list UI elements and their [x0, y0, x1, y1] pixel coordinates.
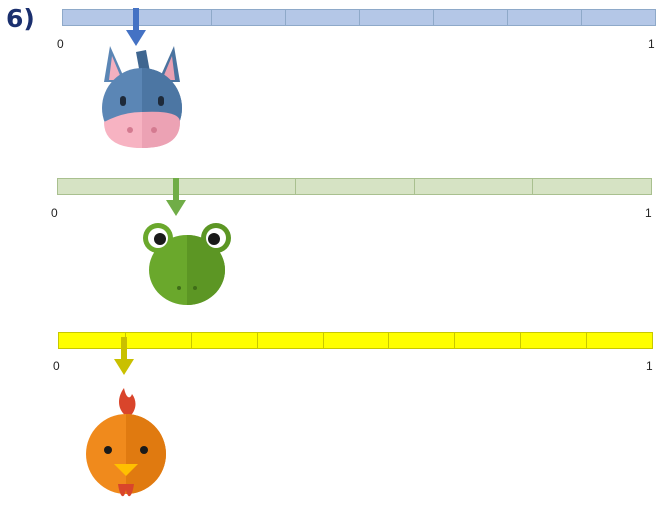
- line-2-start-label: 0: [51, 206, 58, 220]
- division-mark: [507, 10, 508, 25]
- number-line-ninths: [58, 332, 653, 349]
- line-3-start-label: 0: [53, 359, 60, 373]
- line-3-end-label: 1: [646, 359, 653, 373]
- division-mark: [414, 179, 415, 194]
- division-mark: [257, 333, 258, 348]
- division-mark: [586, 333, 587, 348]
- question-number: 6): [6, 4, 35, 33]
- frog-icon: [143, 223, 231, 305]
- division-mark: [359, 10, 360, 25]
- line-2-end-label: 1: [645, 206, 652, 220]
- division-mark: [388, 333, 389, 348]
- line-1-marker-arrow: [126, 8, 146, 46]
- line-3-marker-arrow: [114, 337, 134, 375]
- line-2-marker-arrow: [166, 178, 186, 216]
- division-mark: [211, 10, 212, 25]
- division-mark: [454, 333, 455, 348]
- line-1-end-label: 1: [648, 37, 655, 51]
- line-1-start-label: 0: [57, 37, 64, 51]
- donkey-icon: [102, 46, 182, 148]
- division-mark: [532, 179, 533, 194]
- division-mark: [295, 179, 296, 194]
- number-line-eighths: [62, 9, 656, 26]
- number-line-fifths: [57, 178, 652, 195]
- division-mark: [323, 333, 324, 348]
- division-mark: [433, 10, 434, 25]
- division-mark: [285, 10, 286, 25]
- chicken-icon: [86, 388, 166, 497]
- division-mark: [191, 333, 192, 348]
- division-mark: [581, 10, 582, 25]
- division-mark: [520, 333, 521, 348]
